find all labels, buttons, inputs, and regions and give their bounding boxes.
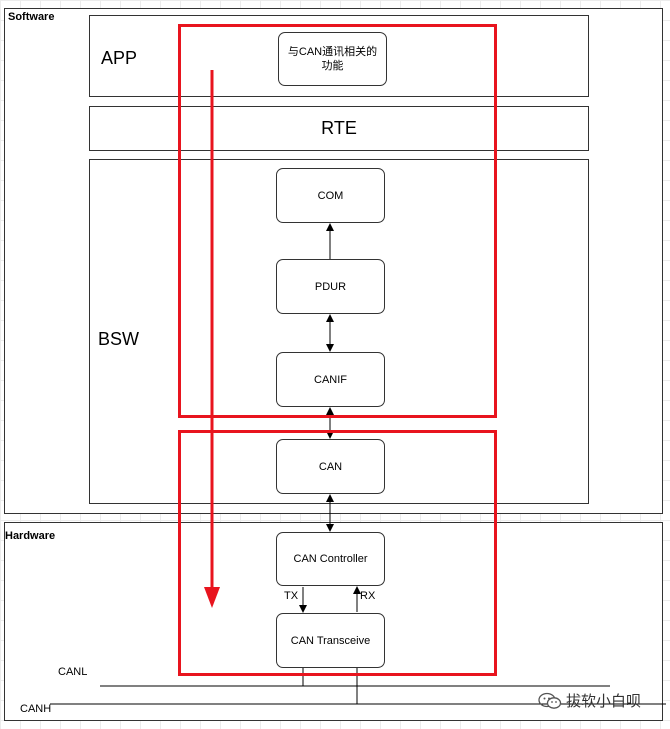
rte-layer: RTE: [89, 106, 589, 151]
software-label: Software: [8, 11, 55, 23]
canif-module: CANIF: [276, 352, 385, 407]
com-module: COM: [276, 168, 385, 223]
watermark-text: 拔软小白呗: [566, 693, 642, 710]
canh-label: CANH: [20, 703, 52, 715]
wechat-icon: [538, 692, 562, 709]
bsw-layer-label: BSW: [98, 329, 140, 349]
rx-label: RX: [360, 590, 376, 602]
canl-label: CANL: [58, 666, 88, 678]
can-transceiver-module: CAN Transceive: [276, 613, 385, 668]
driver-hardware-highlight: [178, 430, 497, 676]
pdur-module: PDUR: [276, 259, 385, 314]
tx-label: TX: [284, 590, 299, 602]
can-driver-module: CAN: [276, 439, 385, 494]
watermark: 拔软小白呗: [538, 690, 641, 711]
software-path-highlight: [178, 24, 497, 418]
app-can-function-module: 与CAN通讯相关的功能: [278, 32, 387, 86]
hardware-label: Hardware: [5, 530, 56, 542]
app-layer-label: APP: [101, 48, 138, 68]
rte-layer-label: RTE: [321, 118, 357, 138]
can-controller-module: CAN Controller: [276, 532, 385, 586]
dataflow-arrowhead: [204, 587, 220, 608]
